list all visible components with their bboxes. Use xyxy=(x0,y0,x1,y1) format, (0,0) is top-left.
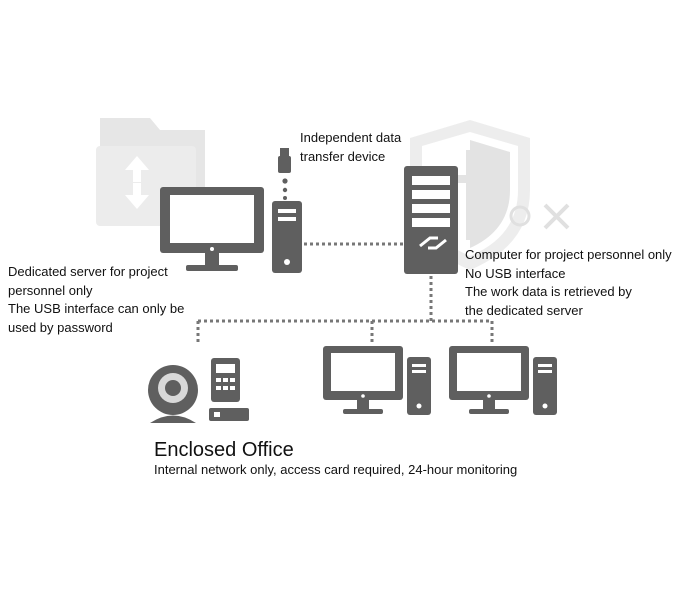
label-line: Dedicated server for project xyxy=(8,264,168,279)
tower-pc-icon xyxy=(407,357,431,415)
monitor-icon xyxy=(449,346,529,414)
monitor-icon xyxy=(323,346,403,414)
label-line: Independent data xyxy=(300,130,402,145)
label-line: No USB interface xyxy=(465,265,566,281)
card-icon xyxy=(209,408,249,421)
webcam-icon xyxy=(148,365,198,423)
usb-drive-icon xyxy=(278,148,291,200)
transfer-device-label: Independent data transfer device xyxy=(300,129,401,166)
project-computer-label: Computer for project personnel only No U… xyxy=(465,246,672,320)
label-line: used by password xyxy=(8,319,113,335)
label-line: Computer for project personnel only xyxy=(465,247,672,262)
label-line: the dedicated server xyxy=(465,302,583,318)
monitor-icon xyxy=(160,187,264,271)
server-icon xyxy=(404,166,458,274)
label-line: transfer device xyxy=(300,148,386,164)
dedicated-server-label: Dedicated server for project personnel o… xyxy=(8,263,184,337)
office-title: Enclosed Office xyxy=(154,439,294,461)
label-line: The work data is retrieved by xyxy=(465,284,632,299)
label-line: personnel only xyxy=(8,282,93,298)
tower-pc-icon xyxy=(533,357,557,415)
tower-pc-icon xyxy=(272,201,302,273)
label-line: The USB interface can only be xyxy=(8,301,185,316)
access-card-reader-icon xyxy=(211,358,240,402)
office-subtitle: Internal network only, access card requi… xyxy=(154,462,518,477)
